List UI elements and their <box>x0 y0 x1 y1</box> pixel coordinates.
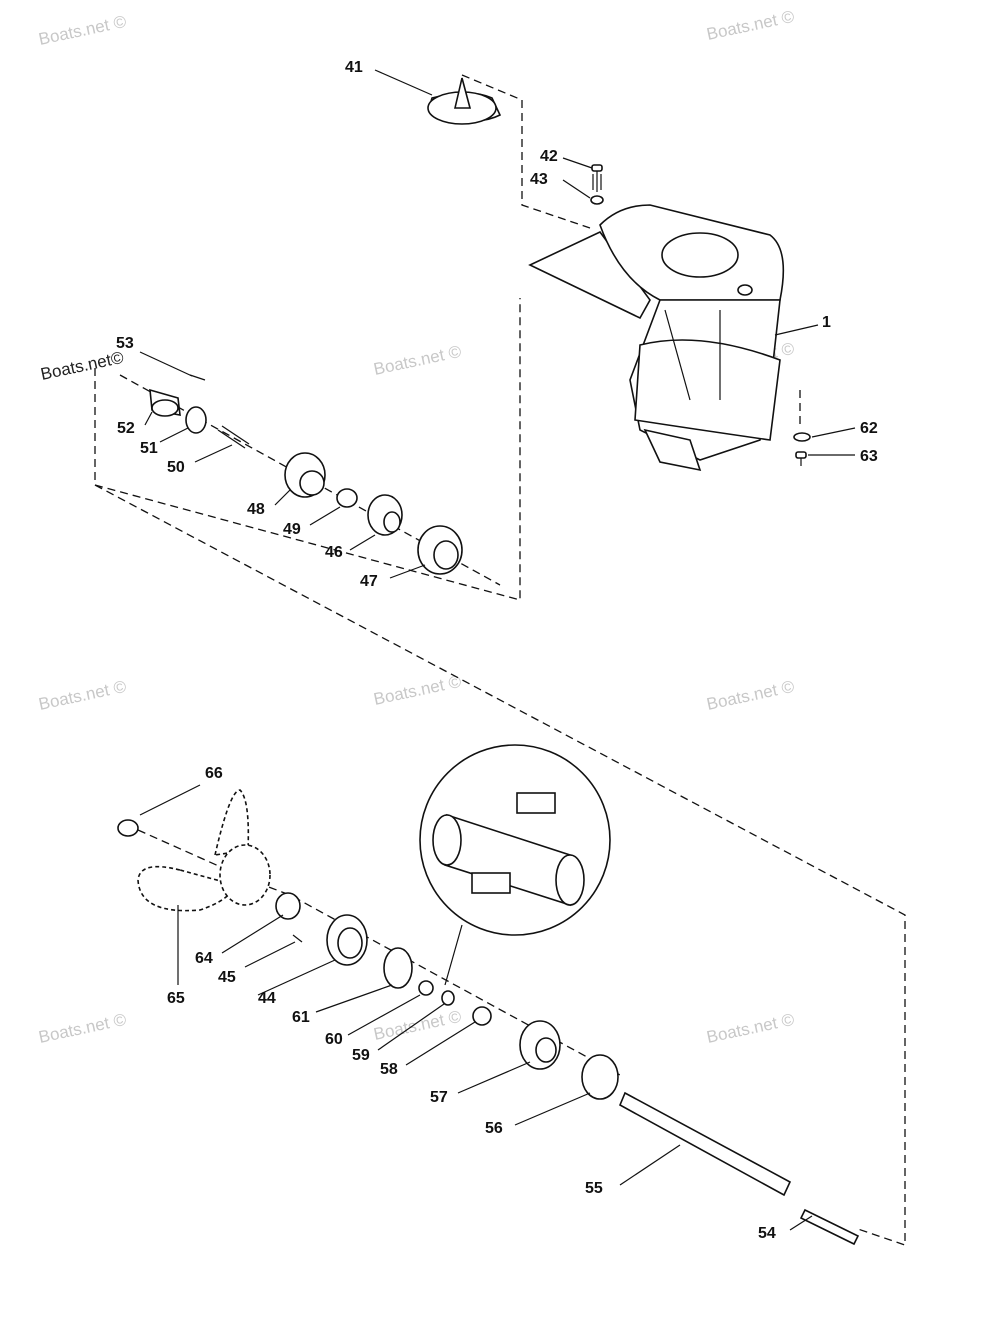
part-sleeve <box>336 488 358 508</box>
callout-56: 56 <box>485 1120 503 1137</box>
part-cotter-pin <box>189 374 206 381</box>
watermark: Boats.net © <box>705 677 797 714</box>
callout-46: 46 <box>325 544 343 561</box>
callout-44: 44 <box>258 990 276 1007</box>
part-propeller-shaft <box>618 1091 792 1197</box>
assembly-dashed-lines <box>94 74 906 1246</box>
callout-labels: 41 42 43 1 62 63 53 52 51 50 48 49 46 47… <box>116 59 878 1242</box>
dashed-line-anode <box>461 74 591 229</box>
callout-60: 60 <box>325 1031 343 1048</box>
callout-57: 57 <box>430 1089 448 1106</box>
watermark: Boats.net © <box>37 12 129 49</box>
callout-47: 47 <box>360 573 378 590</box>
watermark: Boats.net © <box>705 1010 797 1047</box>
part-spring-pin <box>799 1208 860 1246</box>
part-small-screw <box>292 934 303 943</box>
part-washer-screw <box>793 432 811 466</box>
callout-45: 45 <box>218 969 236 986</box>
callout-41: 41 <box>345 59 363 76</box>
part-anode-plate <box>427 77 502 125</box>
part-thrust-hub <box>275 892 301 920</box>
callout-42: 42 <box>540 148 558 165</box>
callout-66: 66 <box>205 765 223 782</box>
part-plunger <box>217 425 250 449</box>
part-spring <box>185 406 207 434</box>
part-spacer <box>418 980 434 996</box>
callout-54: 54 <box>758 1225 776 1242</box>
dashed-line-prop-axis <box>137 829 621 1076</box>
part-bearing-cup <box>417 525 463 575</box>
part-prop-nut <box>117 819 139 837</box>
watermark: Boats.net © <box>372 342 464 379</box>
callout-53: 53 <box>116 335 134 352</box>
detail-magnifier <box>419 744 611 986</box>
watermark: Boats.net © <box>705 7 797 44</box>
callout-55: 55 <box>585 1180 603 1197</box>
leader-lines <box>139 69 856 1231</box>
dashed-line-prop-group <box>94 484 906 1246</box>
callout-64: 64 <box>195 950 213 967</box>
part-clutch-dog <box>581 1054 619 1100</box>
part-bushing <box>472 1006 492 1026</box>
callout-43: 43 <box>530 171 548 188</box>
callout-58: 58 <box>380 1061 398 1078</box>
callout-62: 62 <box>860 420 878 437</box>
callout-59: 59 <box>352 1047 370 1064</box>
callout-61: 61 <box>292 1009 310 1026</box>
watermark: Boats.net © <box>37 1010 129 1047</box>
part-shift-cam <box>149 388 181 417</box>
dashed-line-carrier-axis <box>119 374 501 586</box>
part-reverse-gear <box>519 1020 561 1070</box>
watermark-corner: Boats.net© <box>39 348 126 384</box>
watermark: Boats.net © <box>37 677 129 714</box>
callout-48: 48 <box>247 501 265 518</box>
callout-50: 50 <box>167 459 185 476</box>
callout-49: 49 <box>283 521 301 538</box>
part-bearing-carrier <box>284 452 326 498</box>
part-pinion-gear <box>367 494 403 536</box>
part-o-ring <box>383 947 413 989</box>
part-propeller <box>137 789 271 912</box>
dashed-line-bearing-group <box>94 298 521 601</box>
part-gear-housing <box>528 204 785 472</box>
part-bolt-washer <box>590 164 604 205</box>
watermark: Boats.net © <box>372 672 464 709</box>
callout-65: 65 <box>167 990 185 1007</box>
callout-51: 51 <box>140 440 158 457</box>
callout-1: 1 <box>822 314 831 331</box>
callout-52: 52 <box>117 420 135 437</box>
part-washer <box>441 990 455 1006</box>
part-seal-plate <box>326 914 368 966</box>
callout-63: 63 <box>860 448 878 465</box>
